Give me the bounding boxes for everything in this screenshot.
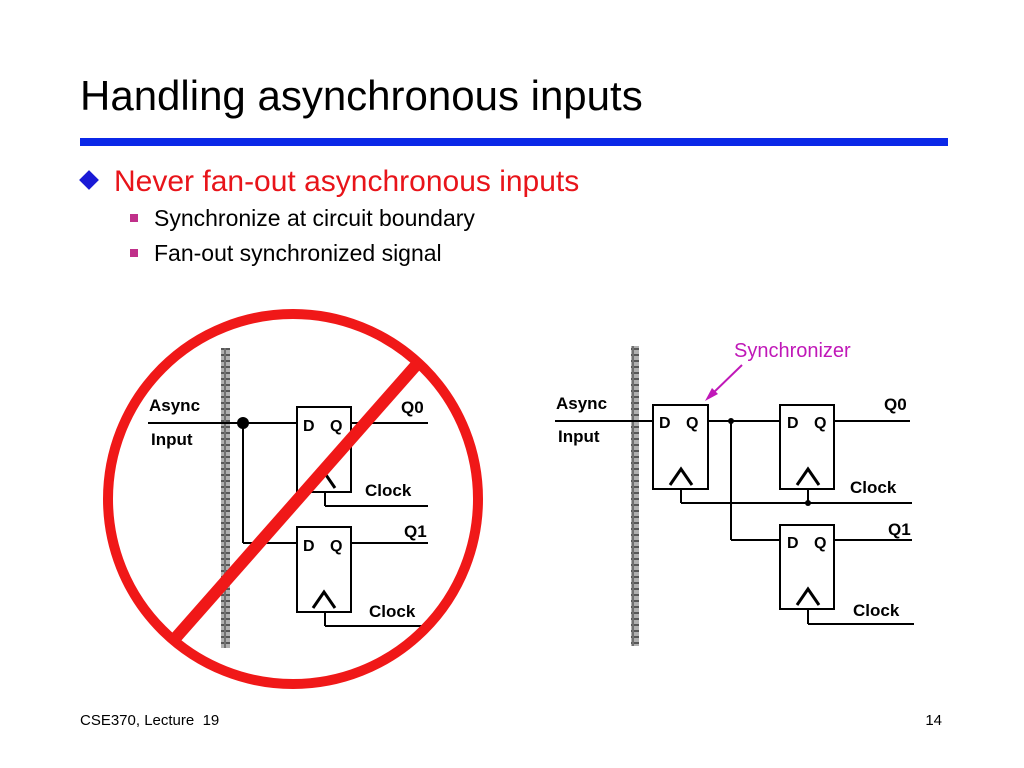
output-label-q1: Q1: [404, 522, 427, 541]
slide-title: Handling asynchronous inputs: [80, 72, 643, 119]
footer-lecture-number: 19: [202, 712, 220, 729]
q-label: Q: [330, 418, 342, 435]
sub-bullet-1: Synchronize at circuit boundary: [130, 205, 475, 232]
async-label: Async: [556, 394, 607, 413]
title-rule: [80, 138, 948, 146]
page-number: 14: [925, 712, 942, 729]
d-label: D: [303, 418, 315, 435]
sub-bullet-text: Fan-out synchronized signal: [154, 240, 442, 266]
synchronizer-label: Synchronizer: [734, 340, 851, 362]
boundary-bar: [631, 346, 639, 646]
flip-flop-q1: D Q: [779, 524, 835, 610]
output-label-q0: Q0: [401, 398, 424, 417]
left-diagram: Async Input D Q Q0 Clock: [103, 309, 483, 689]
d-label: D: [659, 415, 671, 432]
q-label: Q: [814, 415, 826, 432]
clock-label: Clock: [365, 481, 412, 500]
footer-course: CSE370, Lecture 19: [80, 712, 219, 729]
right-diagram: Async Input Synchronizer: [555, 340, 914, 646]
clock-label: Clock: [853, 601, 900, 620]
input-label: Input: [151, 430, 193, 449]
q-label: Q: [330, 538, 342, 555]
wiring: [555, 418, 914, 625]
clock-label: Clock: [850, 478, 897, 497]
clock-triangle-icon: [795, 586, 821, 606]
clock-triangle-icon: [311, 589, 337, 609]
boundary-bar: [221, 348, 230, 648]
wiring: [148, 417, 430, 627]
bullet-main: Never fan-out asynchronous inputs: [79, 165, 580, 199]
flip-flop-q0: D Q: [779, 404, 835, 490]
input-label: Input: [558, 427, 600, 446]
sub-bullet-text: Synchronize at circuit boundary: [154, 205, 475, 231]
q-label: Q: [814, 535, 826, 552]
square-bullet-icon: [130, 214, 138, 222]
arrow-icon: [705, 364, 743, 401]
output-label-q0: Q0: [884, 395, 907, 414]
bullet-main-text: Never fan-out asynchronous inputs: [114, 165, 580, 198]
d-label: D: [787, 415, 799, 432]
flip-flop-synchronizer: D Q: [652, 404, 709, 490]
async-label: Async: [149, 396, 200, 415]
output-label-q1: Q1: [888, 520, 911, 539]
square-bullet-icon: [130, 249, 138, 257]
clock-triangle-icon: [795, 466, 821, 486]
d-label: D: [787, 535, 799, 552]
q-label: Q: [686, 415, 698, 432]
sub-bullet-2: Fan-out synchronized signal: [130, 240, 442, 267]
d-label: D: [303, 538, 315, 555]
footer-course-text: CSE370, Lecture: [80, 712, 195, 729]
flip-flop-q1: D Q: [296, 526, 352, 613]
clock-triangle-icon: [668, 466, 694, 486]
clock-label: Clock: [369, 602, 416, 621]
prohibition-icon: [103, 309, 483, 689]
